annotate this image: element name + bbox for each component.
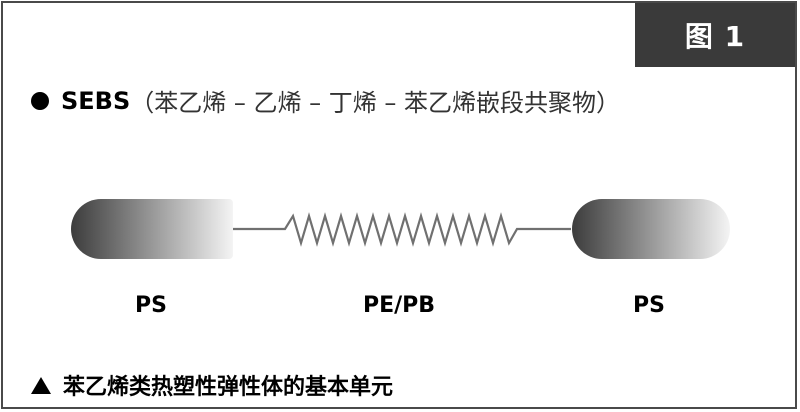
label-pe-pb: PE/PB xyxy=(362,293,436,318)
figure-number-tab: 图 1 xyxy=(635,3,795,67)
label-ps-right: PS xyxy=(633,293,665,318)
ps-block-left xyxy=(71,199,233,259)
ps-block-right xyxy=(572,199,730,259)
pe-pb-spring-chain xyxy=(233,212,571,247)
footnote: 苯乙烯类热塑性弹性体的基本单元 xyxy=(31,369,393,401)
headline: SEBS （苯乙烯 – 乙烯 – 丁烯 – 苯乙烯嵌段共聚物） xyxy=(31,83,620,118)
filled-circle-icon xyxy=(31,91,49,110)
polymer-full-name: （苯乙烯 – 乙烯 – 丁烯 – 苯乙烯嵌段共聚物） xyxy=(130,89,621,117)
filled-triangle-icon xyxy=(31,376,51,394)
label-ps-left: PS xyxy=(135,293,167,318)
footnote-text: 苯乙烯类热塑性弹性体的基本单元 xyxy=(63,375,394,400)
block-copolymer-diagram xyxy=(71,199,730,259)
polymer-abbreviation: SEBS xyxy=(61,86,131,115)
